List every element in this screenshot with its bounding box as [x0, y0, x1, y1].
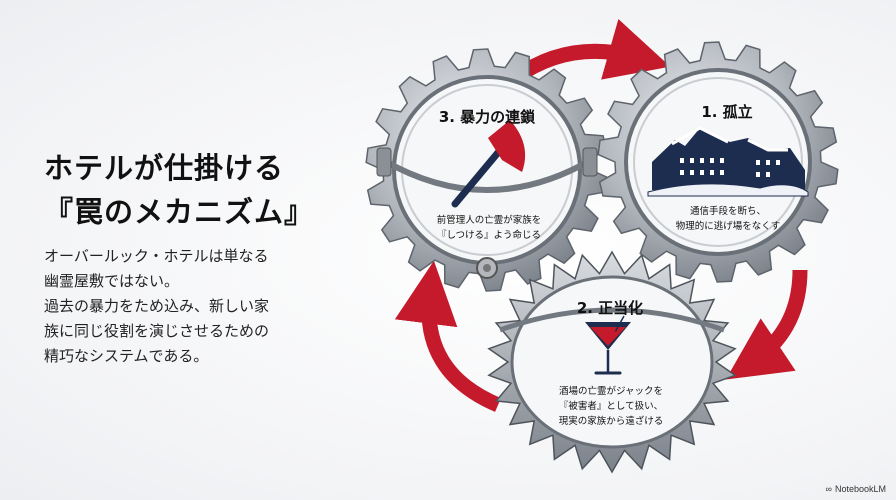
stage-justification: 2. 正当化 酒場の亡霊がジャックを 『被害者』として扱い、 現実の家族から遠ざ… — [487, 250, 737, 474]
stage-violence-text-line-1: 前管理人の亡霊が家族を — [437, 214, 542, 226]
cycle-arrow-right — [725, 269, 808, 380]
stage-violence-text-line-2: 『しつける』よう命じる — [437, 229, 541, 241]
stage-violence: 3. 暴力の連鎖 前管理人の亡霊が家族を 『しつける』よう命じる — [365, 48, 609, 292]
stage-justification-text-line-1: 酒場の亡霊がジャックを — [559, 385, 663, 397]
stage-isolation-text-line-1: 通信手段を断ち、 — [690, 205, 766, 217]
description-line-2: 幽霊屋敷ではない。 — [44, 272, 180, 290]
axe-icon — [451, 120, 526, 208]
description-line-1: オーバールック・ホテルは単なる — [44, 247, 269, 265]
stage-isolation-text-line-2: 物理的に逃げ場をなくす — [676, 220, 781, 232]
brand-watermark: ∞ NotebookLM — [826, 484, 886, 494]
description-line-5: 精巧なシステムである。 — [44, 347, 209, 365]
page-title-line-2: 『罠のメカニズム』 — [44, 195, 315, 229]
notebooklm-logo-icon: ∞ — [825, 484, 832, 494]
trap-spring-violence — [381, 157, 593, 193]
brand-name: NotebookLM — [834, 484, 886, 494]
stage-violence-title: 3. 暴力の連鎖 — [439, 108, 536, 126]
description-line-4: 族に同じ役割を演じさせるための — [44, 322, 270, 340]
stage-isolation: 1. 孤立 通信手段を断ち、 物理的に逃げ場をなくす — [597, 41, 839, 283]
page-title: ホテルが仕掛ける 『罠のメカニズム』 — [44, 146, 314, 234]
stage-justification-title: 2. 正当化 — [577, 299, 643, 317]
martini-glass-icon — [585, 315, 631, 375]
trap-spring-justification — [499, 307, 725, 333]
cycle-arrow-left — [394, 260, 502, 412]
description: オーバールック・ホテルは単なる 幽霊屋敷ではない。 過去の暴力をため込み、新しい… — [44, 244, 344, 369]
stage-justification-text-line-2: 『被害者』として扱い、 — [559, 400, 663, 412]
cycle-arrow-top — [510, 19, 671, 85]
snowy-hotel-icon — [647, 126, 809, 197]
stage-isolation-title: 1. 孤立 — [701, 103, 752, 121]
page-title-line-1: ホテルが仕掛ける — [44, 151, 285, 185]
description-line-3: 過去の暴力をため込み、新しい家 — [44, 297, 270, 315]
stage-justification-text-line-3: 現実の家族から遠ざける — [559, 415, 664, 427]
